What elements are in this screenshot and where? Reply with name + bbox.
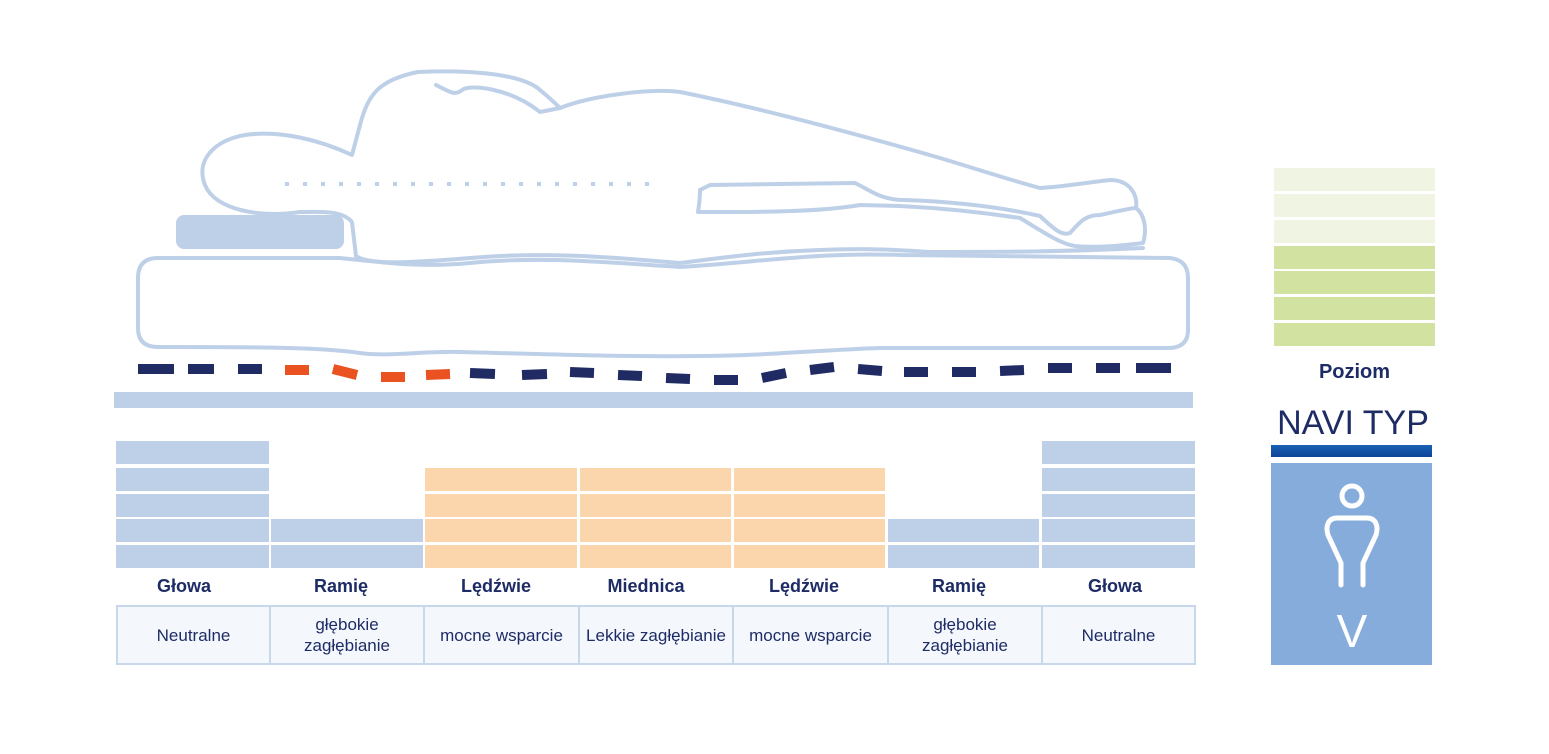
zone-level-bar [1042,519,1195,542]
navi-type-underline [1271,445,1432,457]
zone-level-bar [888,519,1039,542]
zone-level-bar [888,545,1039,568]
zone-label-7: Głowa [1087,576,1142,596]
zone-label-1: Głowa [156,576,211,596]
person-outline [200,69,1147,249]
zone-level-bar [580,494,731,517]
level-scale-bar [1274,194,1435,217]
level-scale-bar [1274,245,1435,269]
zone-level-bar [116,545,269,568]
zone-level-bar [734,494,885,517]
zone-label-6: Ramię [931,576,987,596]
zone-level-bar [271,519,423,542]
zone-label-3: Lędźwie [460,576,531,596]
zone-level-bar [1042,494,1195,517]
pillow [176,215,344,249]
zone-level-bar [425,545,577,568]
zone-level-bar [116,494,269,517]
level-scale-bar [1274,297,1435,321]
zone-level-bar [1042,545,1195,568]
zone-description-7: Neutralne [1041,605,1196,665]
zone-level-bar [580,545,731,568]
zone-level-bar [734,468,885,491]
zone-level-bar [580,468,731,491]
level-scale-bar [1274,271,1435,295]
zone-level-bar [580,519,731,542]
zone-description-4: Lekkie zagłębianie [578,605,734,665]
zone-level-bar [116,468,269,491]
mattress-outline [136,252,1190,359]
zone-level-bar [1042,468,1195,491]
navi-type-title: NAVI TYP [1277,404,1429,442]
zone-level-bar [116,441,269,464]
zone-label-2: Ramię [313,576,369,596]
zone-level-bar [116,519,269,542]
zone-label-4: Miednica [607,576,685,596]
zone-description-5: mocne wsparcie [732,605,889,665]
zone-level-bar [1042,441,1195,464]
zone-description-1: Neutralne [116,605,271,665]
zone-level-bar [734,519,885,542]
person-arm-outline [434,83,562,114]
zone-label-5: Lędźwie [768,576,839,596]
human-figure-icon: V [1324,483,1380,657]
base-bar [114,392,1193,408]
navi-type-box: V [1271,463,1432,665]
zone-level-bar [271,545,423,568]
zone-level-bar [734,545,885,568]
zone-description-3: mocne wsparcie [423,605,580,665]
navi-type-letter: V [1337,605,1368,657]
person-back-outline [298,209,1145,265]
support-dashes [138,362,1171,385]
zone-level-bar [425,468,577,491]
zone-description-6: głębokie zagłębianie [887,605,1043,665]
level-scale-bar [1274,219,1435,243]
zone-description-2: głębokie zagłębianie [269,605,425,665]
zone-level-bar [425,519,577,542]
level-scale-bar [1274,323,1435,346]
level-scale-label: Poziom [1318,361,1391,383]
level-scale-bar [1274,168,1435,192]
zone-level-bar [425,494,577,517]
